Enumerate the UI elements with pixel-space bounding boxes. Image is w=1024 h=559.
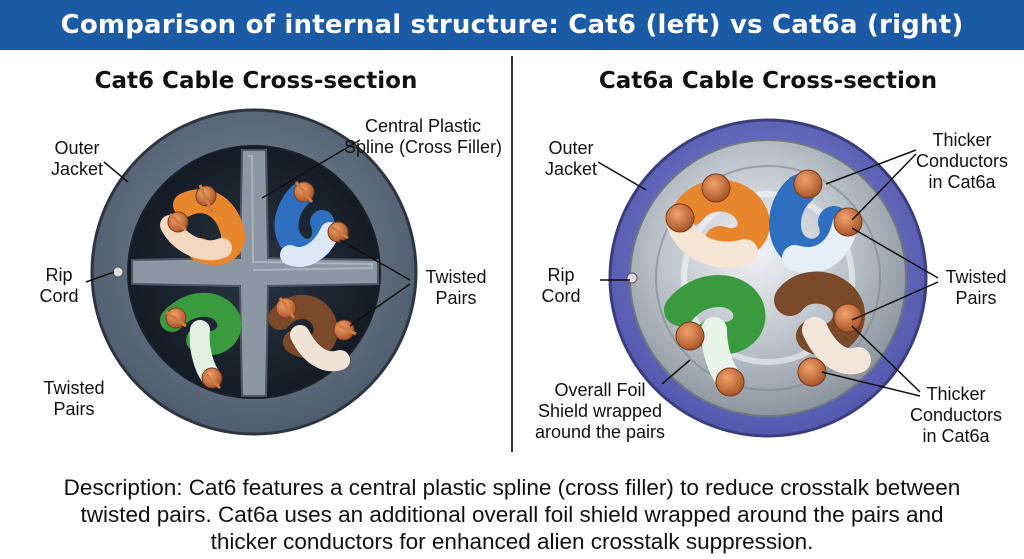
description-line-3: thicker conductors for enhanced alien cr… [210, 529, 814, 554]
cat6a-title: Cat6a Cable Cross-section [598, 68, 938, 94]
cat6-pair-blue [274, 181, 349, 267]
cat6-cable [85, 108, 418, 436]
cat6a-foil-shield [629, 139, 907, 417]
cat6-title: Cat6 Cable Cross-section [94, 68, 418, 94]
cat6-pair-orange [160, 184, 245, 266]
cat6-pair-brown [268, 294, 357, 372]
cat6a-leader-lines [597, 149, 939, 397]
description-line-2: twisted pairs. Cat6a uses an additional … [80, 502, 944, 527]
description: Description: Cat6 features a central pla… [20, 474, 1004, 555]
cat6-leader-lines [85, 139, 411, 327]
cat6a-rip-cord [626, 272, 638, 284]
cat6a-pair-green [664, 275, 766, 397]
cat6-pair-green [160, 292, 242, 390]
panel-divider [511, 56, 513, 452]
header-title: Comparison of internal structure: Cat6 (… [0, 0, 1024, 50]
cat6a-cable [597, 118, 939, 438]
cat6a-pair-orange [665, 173, 770, 268]
cat6-rip-cord [112, 266, 124, 278]
cat6a-pair-brown [774, 271, 871, 387]
description-line-1: Description: Cat6 features a central pla… [63, 475, 961, 500]
